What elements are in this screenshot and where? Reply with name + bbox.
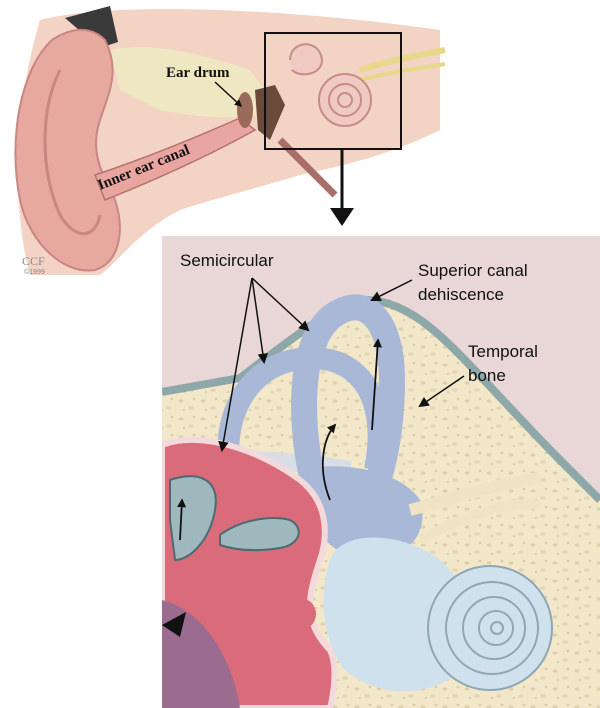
cochlea-turn-3	[478, 610, 514, 646]
cochlea-turn-2	[462, 596, 526, 660]
superior-canal-pointer	[370, 279, 413, 301]
zoom-box	[264, 32, 402, 150]
superior-canal-label-2: dehiscence	[418, 285, 504, 304]
cochlea-small-core	[337, 92, 353, 108]
ossicle-chain	[169, 475, 300, 562]
temporal-bone-label-2: bone	[468, 366, 506, 385]
nerve-bundle-2	[359, 62, 446, 82]
zoom-arrow-head	[330, 208, 354, 226]
flow-arrow-2	[321, 423, 337, 501]
temporal-bone-pointer	[418, 375, 465, 408]
semicircular-label: Semicircular	[180, 251, 274, 270]
eardrum-pointer	[162, 612, 186, 637]
temporal-bone-label-1: Temporal	[468, 342, 538, 361]
superior-canal-label-1: Superior canal	[418, 261, 528, 280]
nerve-branch-1	[408, 472, 541, 516]
cochlea-turn-1	[445, 581, 539, 675]
ccf-year: ©1999	[24, 268, 45, 276]
pinna-inner-fold	[43, 69, 102, 236]
superior-canal	[291, 294, 406, 525]
flow-arrow-1	[371, 338, 383, 431]
round-window	[284, 598, 316, 630]
eustachian-tube	[277, 137, 338, 198]
nerve-bundle	[359, 47, 446, 73]
vestibule	[300, 466, 423, 560]
ear-drum-label: Ear drum	[166, 65, 230, 81]
cochlea-small	[318, 73, 372, 127]
ccf-logo: CCF	[22, 254, 45, 268]
cochlea-turn-4	[490, 621, 504, 635]
canals-small	[289, 43, 324, 76]
semicircular-pointer-1	[218, 277, 253, 453]
nerve-branch-2	[417, 499, 541, 545]
outer-ear-overview: Ear drum Inner ear canal CCF ©1999	[14, 6, 446, 276]
ear-canal-tube	[94, 117, 257, 201]
semicircular-pointer-3	[251, 277, 310, 332]
ossicles	[255, 85, 285, 140]
ear-drum-shape	[237, 92, 253, 128]
inner-ear-inset: Semicircular Superior canal dehiscence T…	[162, 236, 600, 708]
cochlea-small-ring	[328, 83, 362, 117]
hair-patch	[65, 6, 118, 48]
pinna	[14, 28, 121, 272]
bone-outline	[162, 295, 600, 503]
ear-drum-pointer	[214, 81, 243, 108]
ossicle-arrow	[177, 498, 187, 541]
semicircular-pointer-2	[251, 277, 269, 365]
